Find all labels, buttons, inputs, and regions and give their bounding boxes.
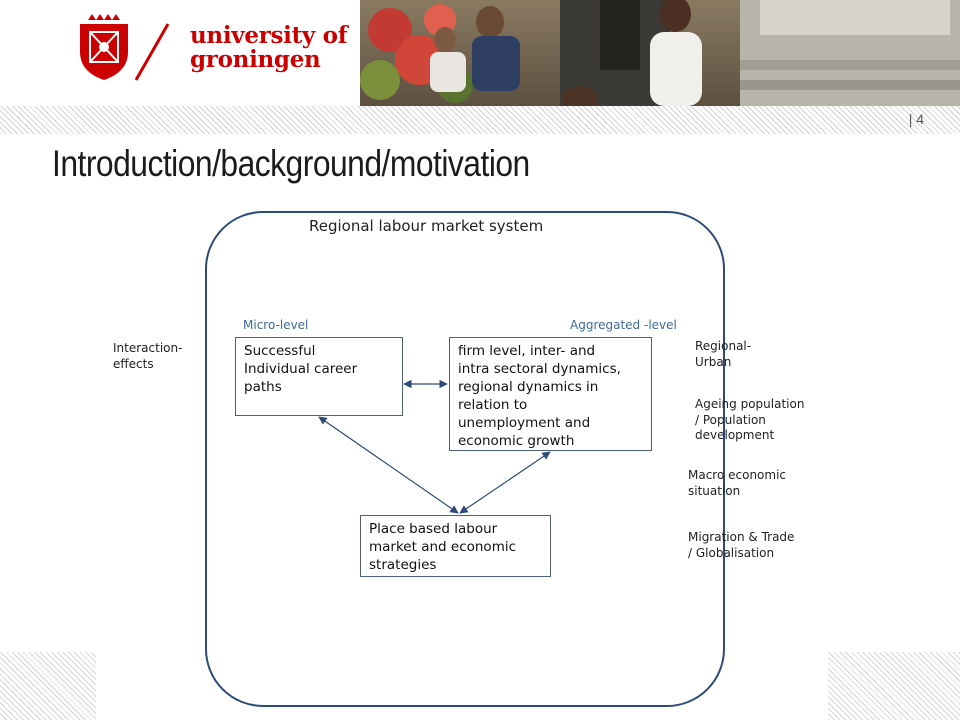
box-line: market and economic <box>369 539 517 555</box>
label-line: Ageing population <box>695 397 805 411</box>
label-line: / Population <box>695 412 766 427</box>
box-line: regional dynamics in <box>458 379 599 395</box>
wordmark-line-2: groningen <box>190 46 321 73</box>
system-frame <box>205 211 725 707</box>
hatch-strip <box>0 106 960 134</box>
factor-macro-economic: Macro economic situation <box>688 468 786 499</box>
box-line: strategies <box>369 557 437 573</box>
box-line: unemployment and <box>458 415 591 431</box>
box-line: Place based labour <box>369 521 498 537</box>
interaction-effects-label: Interaction- effects <box>113 341 182 372</box>
header-photo <box>0 0 960 106</box>
label-line: development <box>695 428 775 442</box>
factor-ageing-population: Ageing population / Population developme… <box>695 397 804 444</box>
system-label: Regional labour market system <box>309 217 544 235</box>
box-line: intra sectoral dynamics, <box>458 361 621 377</box>
box-line: relation to <box>458 397 528 413</box>
header-banner: university of groningen <box>0 0 960 106</box>
logo-panel: university of groningen <box>0 0 360 106</box>
slide-number: | 4 <box>908 111 924 127</box>
factor-migration-trade: Migration & Trade / Globalisation <box>688 530 794 561</box>
place-based-strategies-box: Place based labour market and economic s… <box>360 515 551 577</box>
box-line: Individual career <box>244 361 358 377</box>
label-line: effects <box>113 356 154 371</box>
label-line: Migration & Trade <box>688 530 795 544</box>
university-crest-icon <box>80 14 128 80</box>
logo-slash <box>134 23 170 81</box>
label-line: Urban <box>695 354 732 369</box>
career-paths-box: Successful Individual career paths <box>235 337 403 416</box>
box-line: firm level, inter- and <box>458 343 596 359</box>
firm-dynamics-box: firm level, inter- and intra sectoral dy… <box>449 337 652 451</box>
university-wordmark: university of groningen <box>190 22 348 73</box>
box-line: economic growth <box>458 433 575 449</box>
footer-hatch-right <box>828 652 960 720</box>
label-line: Interaction- <box>113 341 183 355</box>
factor-regional-urban: Regional- Urban <box>695 339 751 370</box>
box-line: paths <box>244 379 282 395</box>
wordmark-line-1: university of <box>190 22 348 49</box>
label-line: situation <box>688 483 741 498</box>
label-line: / Globalisation <box>688 545 775 560</box>
label-line: Regional- <box>695 339 752 353</box>
footer-hatch-left <box>0 652 96 720</box>
label-line: Macro economic <box>688 468 787 482</box>
micro-level-label: Micro-level <box>243 318 309 332</box>
box-line: Successful <box>244 343 316 359</box>
aggregated-level-label: Aggregated -level <box>570 318 677 332</box>
slide-title: Introduction/background/motivation <box>52 143 530 184</box>
